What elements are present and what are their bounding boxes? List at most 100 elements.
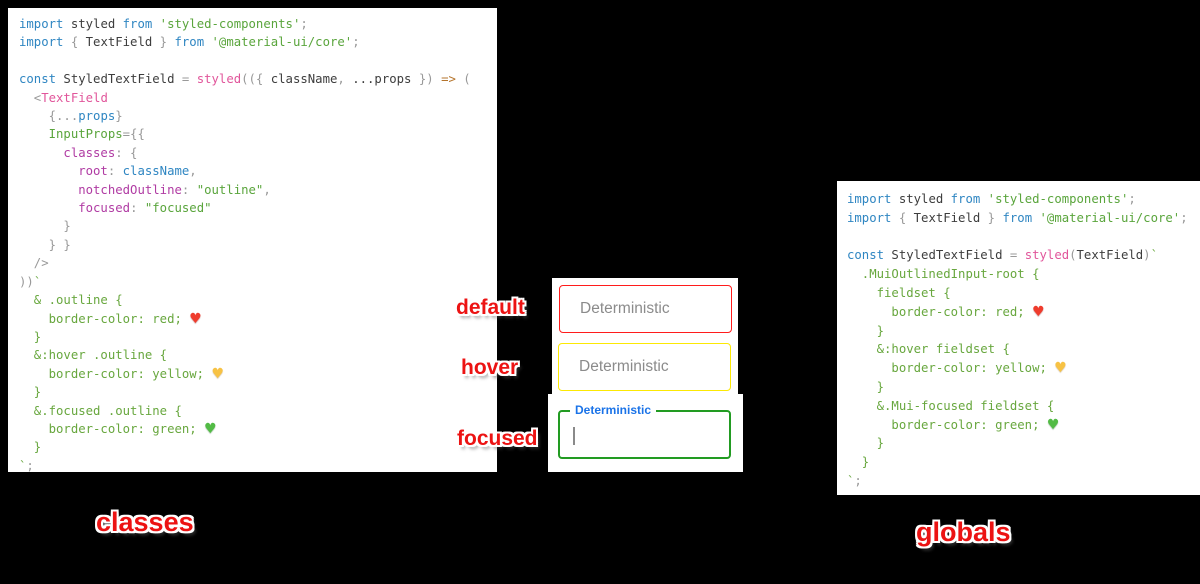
code-token: } <box>19 385 42 400</box>
code-line: {...props} <box>19 107 493 125</box>
textfield-default[interactable] <box>559 285 732 333</box>
code-token: , <box>189 164 197 179</box>
code-line: `; <box>847 472 1198 491</box>
code-line: `; <box>19 457 493 472</box>
code-token: from <box>1002 210 1033 225</box>
code-token: notchedOutline <box>19 182 182 197</box>
code-token: } <box>19 329 42 344</box>
code-line: /> <box>19 254 493 272</box>
code-line: classes: { <box>19 144 493 162</box>
code-line: border-color: green; ♥ <box>19 420 493 438</box>
code-token: className <box>122 164 190 179</box>
code-line: import styled from 'styled-components'; <box>19 15 493 33</box>
code-line: const StyledTextField = styled(TextField… <box>847 246 1198 265</box>
code-line: } <box>19 438 493 456</box>
code-token: InputProps <box>19 127 123 142</box>
code-line: border-color: green; ♥ <box>847 416 1198 435</box>
code-token: border-color: red; <box>19 311 190 326</box>
code-token: : <box>130 201 145 216</box>
state-label-hover: hover <box>461 356 519 379</box>
textfield-focused[interactable]: Deterministic <box>558 403 731 459</box>
code-token: &:hover fieldset { <box>847 342 1010 357</box>
green-heart-icon: ♥ <box>204 420 217 437</box>
code-token: ; <box>300 17 308 31</box>
code-line: border-color: red; ♥ <box>19 310 493 328</box>
code-token: ` <box>1150 248 1158 263</box>
code-token: ( <box>455 72 471 87</box>
textfield-hover[interactable] <box>558 343 731 391</box>
code-token: &.focused .outline { <box>19 403 182 418</box>
code-token: (({ <box>241 72 271 87</box>
code-token: border-color: green; <box>19 421 205 436</box>
code-token: ; <box>26 458 34 472</box>
code-token: &.Mui-focused fieldset { <box>847 398 1055 413</box>
code-line: &.Mui-focused fieldset { <box>847 397 1198 416</box>
code-token: {... <box>19 109 79 124</box>
code-token: ; <box>1128 192 1136 206</box>
code-token: ; <box>1180 210 1188 225</box>
code-panel-globals: import styled from 'styled-components';i… <box>837 181 1200 495</box>
code-line: } <box>19 217 493 235</box>
code-line: import styled from 'styled-components'; <box>847 190 1198 209</box>
code-token: styled <box>63 17 123 31</box>
code-token: , <box>337 72 353 87</box>
code-token: ( <box>1069 248 1077 263</box>
code-token: border-color: yellow; <box>19 366 212 381</box>
code-token: "outline" <box>196 182 264 197</box>
code-token: import <box>19 35 64 50</box>
code-panel-classes: import styled from 'styled-components';i… <box>8 8 497 472</box>
code-token: ` <box>847 473 855 488</box>
code-token: import <box>847 210 892 225</box>
code-token: TextField <box>41 90 108 105</box>
code-token: } <box>980 210 1003 225</box>
code-token: const <box>847 248 885 263</box>
code-token: } } <box>19 237 71 252</box>
code-token: styled <box>196 72 242 87</box>
code-line: root: className, <box>19 162 493 180</box>
code-line: border-color: red; ♥ <box>847 303 1198 322</box>
code-token: ; <box>352 35 360 50</box>
code-token: border-color: green; <box>847 417 1047 432</box>
approach-label-globals: globals <box>916 517 1011 547</box>
code-token: 'styled-components' <box>980 192 1129 206</box>
code-token: &:hover .outline { <box>19 348 168 363</box>
code-line: .MuiOutlinedInput-root { <box>847 265 1198 284</box>
code-token: } <box>847 379 885 394</box>
code-token: } <box>152 35 175 50</box>
text-cursor-icon <box>573 427 575 445</box>
code-token: ...props <box>352 72 412 87</box>
code-token: import <box>847 192 892 206</box>
code-token: .MuiOutlinedInput-root { <box>847 267 1040 282</box>
code-token: = <box>1009 248 1025 263</box>
code-line: border-color: yellow; ♥ <box>19 365 493 383</box>
code-line: fieldset { <box>847 284 1198 303</box>
yellow-heart-icon: ♥ <box>1054 360 1067 377</box>
code-token: ` <box>19 458 27 472</box>
code-line: } } <box>19 236 493 254</box>
code-token: styled <box>891 192 951 206</box>
code-line <box>847 228 1198 247</box>
code-token: & .outline { <box>19 293 123 308</box>
green-heart-icon: ♥ <box>1046 416 1060 433</box>
code-line: &.focused .outline { <box>19 402 493 420</box>
code-token: root <box>19 164 108 179</box>
code-token: border-color: red; <box>847 304 1033 319</box>
code-token: '@material-ui/core' <box>1032 210 1181 225</box>
code-token: }) <box>411 72 442 87</box>
code-token: = <box>181 72 197 87</box>
code-token: } <box>19 440 42 455</box>
code-token: "focused" <box>144 201 212 216</box>
code-line: } <box>847 378 1198 397</box>
code-token: ) <box>1143 248 1151 263</box>
code-line: import { TextField } from '@material-ui/… <box>19 33 493 51</box>
code-line: notchedOutline: "outline", <box>19 181 493 199</box>
code-token: : { <box>115 145 138 160</box>
code-token: } <box>847 455 870 470</box>
code-line: const StyledTextField = styled(({ classN… <box>19 70 493 88</box>
code-token: { <box>891 210 914 225</box>
code-token: StyledTextField <box>56 72 182 87</box>
red-heart-icon: ♥ <box>1032 303 1045 320</box>
textfield-floating-label: Deterministic <box>570 403 657 417</box>
code-line: } <box>847 434 1198 453</box>
